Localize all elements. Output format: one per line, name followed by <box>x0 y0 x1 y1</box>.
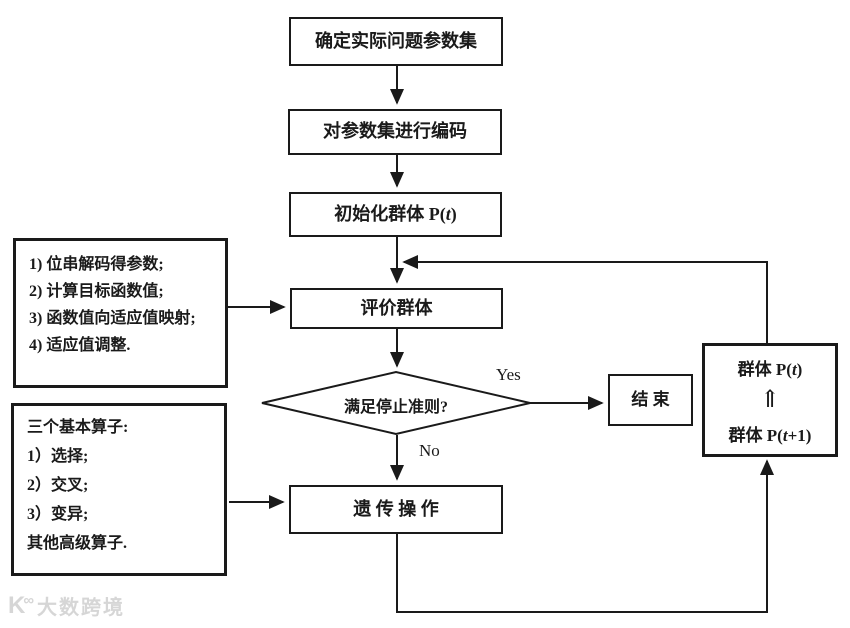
operator-note-line: 2）交叉; <box>27 477 89 494</box>
connector-genetic-to-population-loop <box>396 459 775 613</box>
box-encode-params-label: 对参数集进行编码 <box>323 121 467 142</box>
operator-note-line: 1）选择; <box>27 448 89 465</box>
fitness-note-line: 4) 适应值调整. <box>29 337 131 354</box>
box-init-population: 初始化群体 P(t) <box>289 192 502 237</box>
note-box-fitness: 1) 位串解码得参数; 2) 计算目标函数值; 3) 函数值向适应值映射; 4)… <box>13 238 228 388</box>
decision-diamond <box>261 370 531 436</box>
watermark-logo-icon: K∞ <box>8 591 34 619</box>
decision-label: 满足停止准则? <box>343 399 448 416</box>
box-end-label: 结 束 <box>631 389 670 409</box>
box-population-update: 群体 P(t) ⇑ 群体 P(t+1) <box>702 343 838 457</box>
double-up-arrow-icon: ⇑ <box>759 387 781 413</box>
box-define-params: 确定实际问题参数集 <box>289 17 503 66</box>
box-define-params-label: 确定实际问题参数集 <box>315 30 477 51</box>
operator-note-line: 3）变异; <box>27 506 89 523</box>
operator-note-line: 其他高级算子. <box>27 535 128 552</box>
population-line-current: 群体 P(t) <box>737 359 803 379</box>
fitness-note-line: 2) 计算目标函数值; <box>29 283 164 300</box>
box-evaluate: 评价群体 <box>290 288 503 329</box>
note-box-operators: 三个基本算子: 1）选择; 2）交叉; 3）变异; 其他高级算子. <box>11 403 227 576</box>
box-evaluate-label: 评价群体 <box>360 297 433 318</box>
watermark: K∞ 大数跨境 <box>8 591 125 620</box>
box-encode-params: 对参数集进行编码 <box>288 109 502 155</box>
box-end: 结 束 <box>608 374 693 426</box>
box-genetic-ops-label: 遗 传 操 作 <box>353 498 439 519</box>
fitness-note-line: 3) 函数值向适应值映射; <box>29 310 196 327</box>
operator-note-line: 三个基本算子: <box>27 419 129 436</box>
watermark-text: 大数跨境 <box>37 597 126 619</box>
connector-population-to-mainline-loop <box>402 254 768 343</box>
population-line-next: 群体 P(t+1) <box>728 425 812 445</box>
fitness-note-line: 1) 位串解码得参数; <box>29 256 164 273</box>
branch-label-yes: Yes <box>496 365 521 384</box>
box-genetic-ops: 遗 传 操 作 <box>289 485 503 534</box>
box-init-population-label: 初始化群体 P(t) <box>334 203 457 224</box>
branch-label-no: No <box>419 441 440 460</box>
